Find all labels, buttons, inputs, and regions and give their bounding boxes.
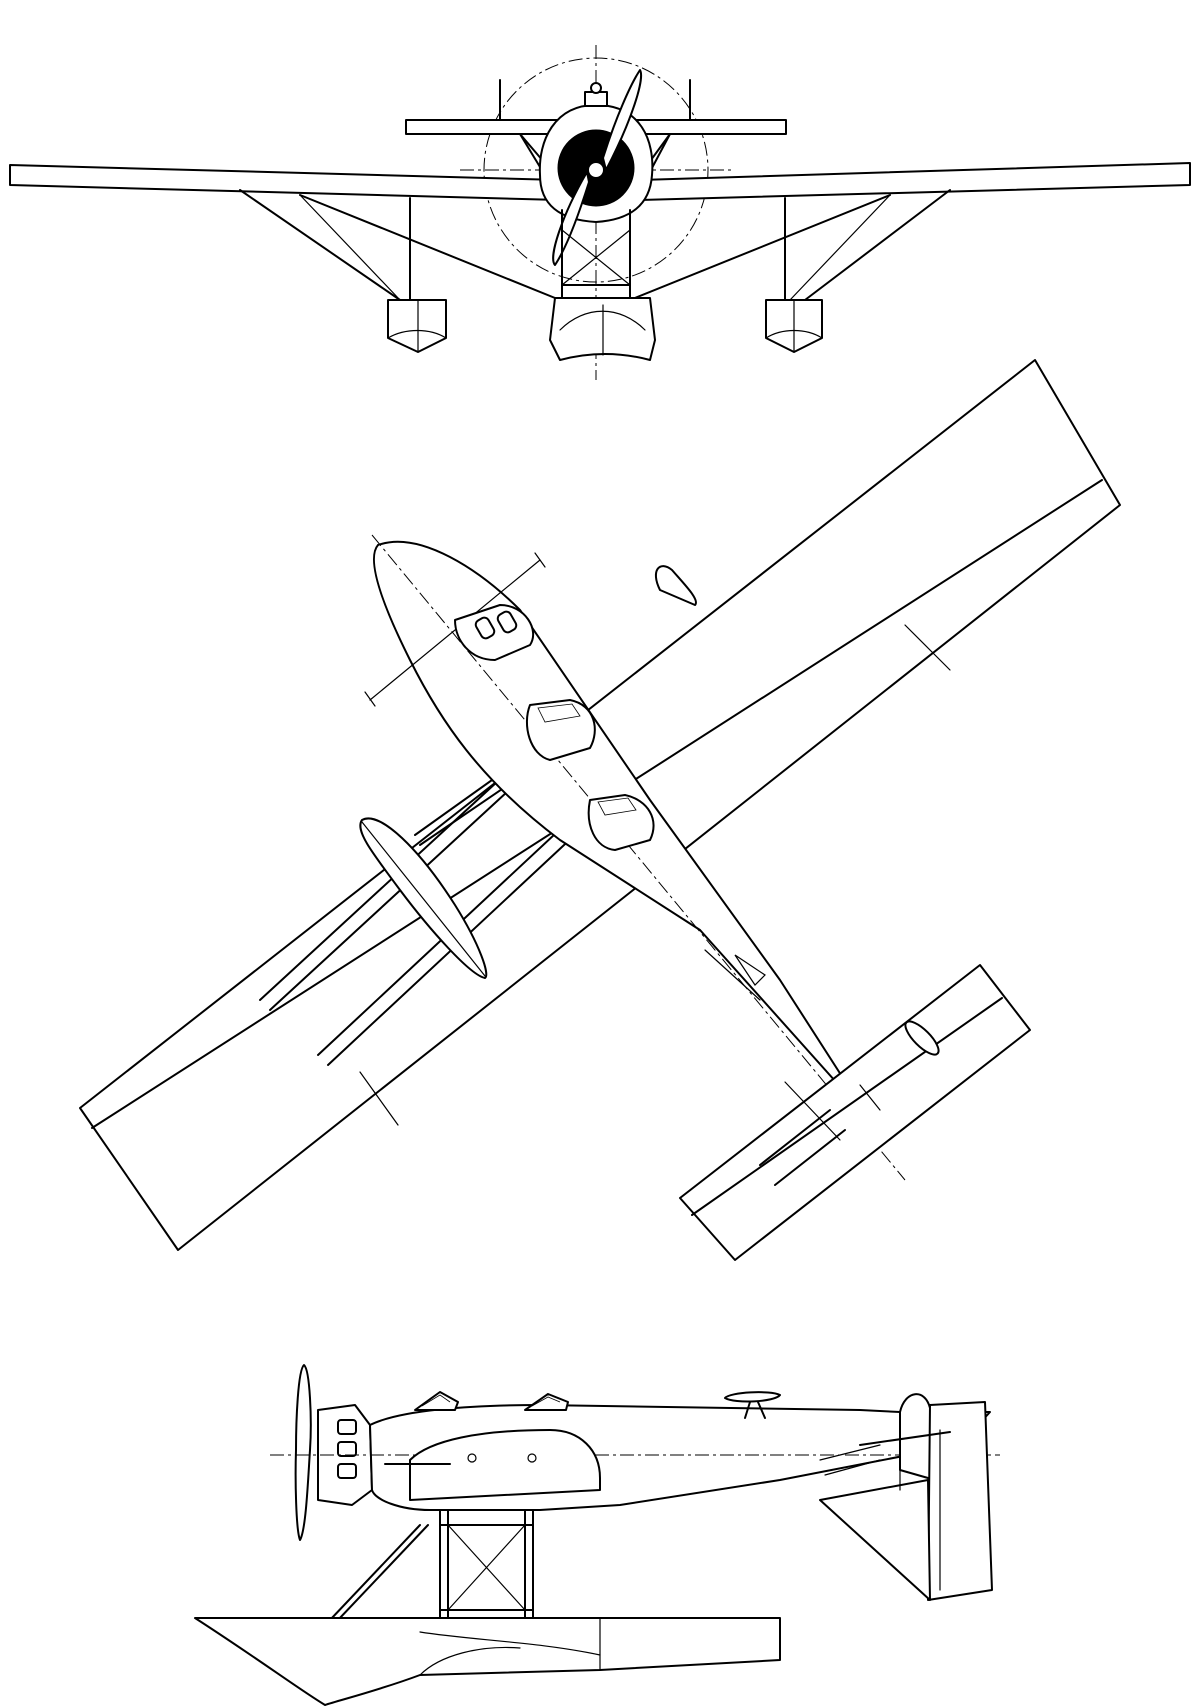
propeller-side	[294, 1364, 312, 1541]
top-mount	[724, 1391, 781, 1403]
ventral-fin-side	[819, 1479, 931, 1601]
windscreen-front	[414, 1391, 459, 1411]
plan-view	[79, 359, 1121, 1261]
windscreen-rear	[524, 1393, 569, 1411]
front-view	[9, 45, 1191, 380]
main-float-side	[194, 1617, 781, 1706]
spinner	[587, 161, 605, 179]
cockpit-rear	[587, 794, 655, 851]
tailplane-plan	[679, 964, 1031, 1261]
fuselage-fairing-side	[409, 1429, 601, 1501]
cockpit-middle	[525, 699, 596, 761]
rudder-side	[927, 1401, 993, 1601]
side-view	[194, 1364, 1000, 1706]
fin-plan	[904, 1020, 940, 1056]
left-tip-float	[387, 299, 447, 353]
propeller-blade-upper	[602, 69, 642, 171]
